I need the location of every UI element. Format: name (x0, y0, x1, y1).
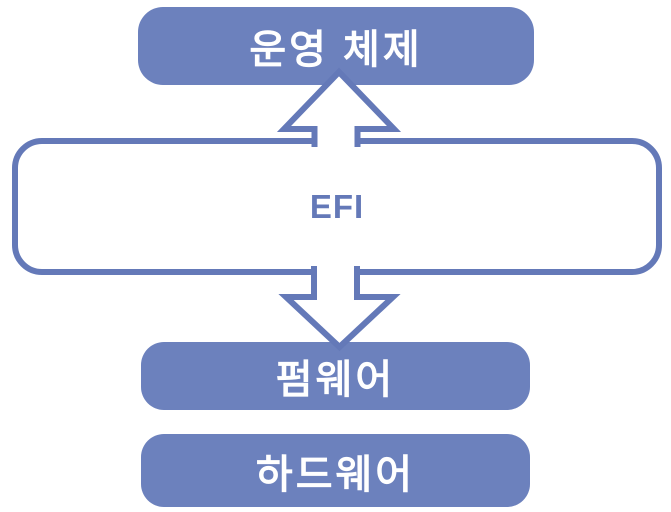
firmware-box-label: 펌웨어 (275, 358, 396, 402)
hardware-box: 하드웨어 (141, 434, 530, 507)
down-arrow-icon (278, 266, 401, 352)
efi-box-label: EFI (309, 187, 365, 225)
os-box-label: 운영 체제 (249, 28, 423, 72)
os-box: 운영 체제 (138, 7, 534, 85)
efi-box: EFI (12, 138, 662, 275)
hardware-box-label: 하드웨어 (255, 452, 416, 497)
firmware-box: 펌웨어 (141, 342, 530, 410)
